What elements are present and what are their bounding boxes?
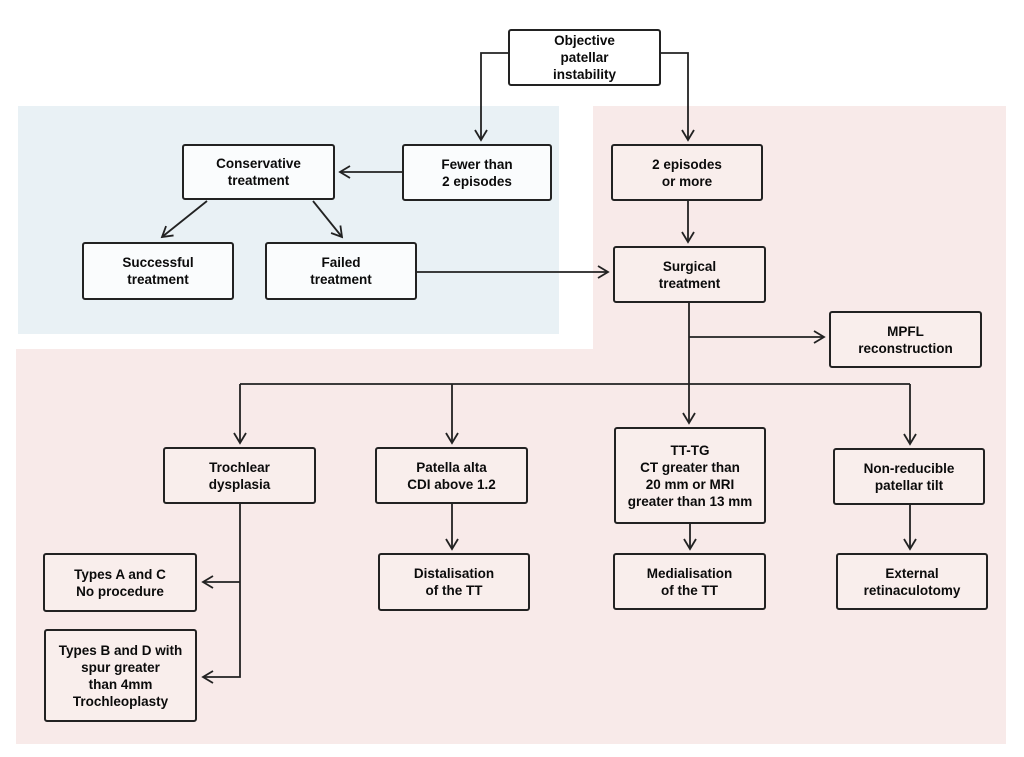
node-tttg-distance: TT-TG CT greater than 20 mm or MRI great… <box>614 427 766 524</box>
node-distalisation-of-tt: Distalisation of the TT <box>378 553 530 611</box>
node-2-episodes-or-more: 2 episodes or more <box>611 144 763 201</box>
node-objective-patellar-instability: Objective patellar instability <box>508 29 661 86</box>
node-external-retinaculotomy: External retinaculotomy <box>836 553 988 610</box>
node-trochlear-dysplasia: Trochlear dysplasia <box>163 447 316 504</box>
node-successful-treatment: Successful treatment <box>82 242 234 300</box>
node-types-b-d-trochleoplasty: Types B and D with spur greater than 4mm… <box>44 629 197 722</box>
node-mpfl-reconstruction: MPFL reconstruction <box>829 311 982 368</box>
node-patella-alta: Patella alta CDI above 1.2 <box>375 447 528 504</box>
node-surgical-treatment: Surgical treatment <box>613 246 766 303</box>
node-fewer-than-2-episodes: Fewer than 2 episodes <box>402 144 552 201</box>
node-non-reducible-patellar-tilt: Non-reducible patellar tilt <box>833 448 985 505</box>
node-failed-treatment: Failed treatment <box>265 242 417 300</box>
node-conservative-treatment: Conservative treatment <box>182 144 335 200</box>
node-types-a-c-no-procedure: Types A and C No procedure <box>43 553 197 612</box>
node-medialisation-of-tt: Medialisation of the TT <box>613 553 766 610</box>
